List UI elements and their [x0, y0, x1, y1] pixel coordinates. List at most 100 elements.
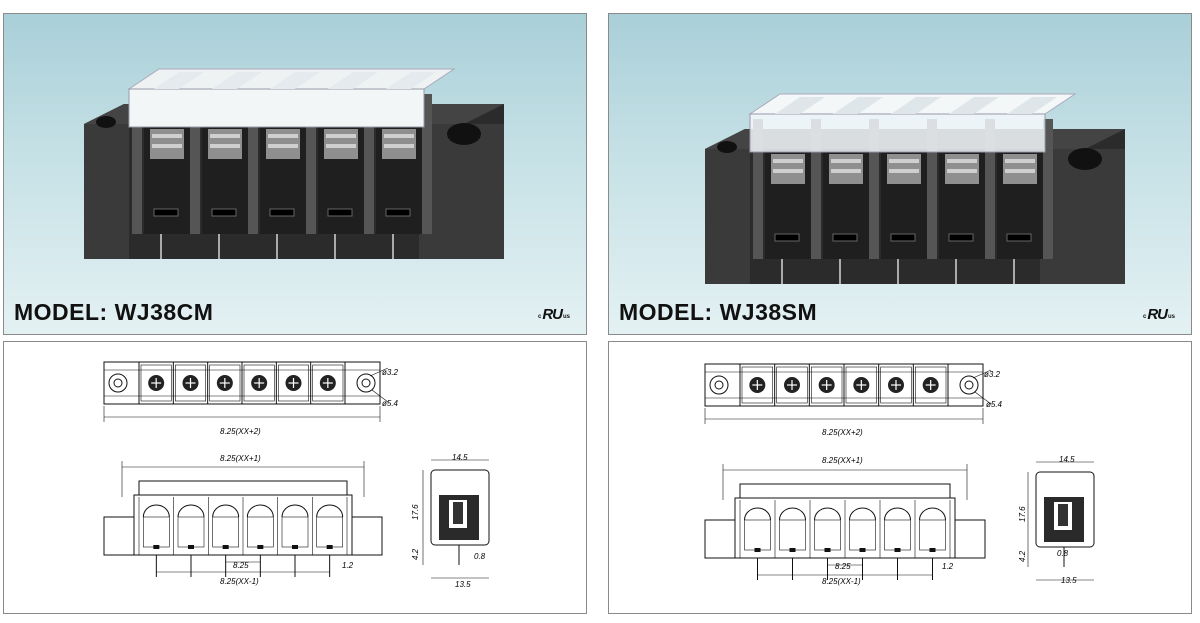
- solder-pin: [392, 234, 394, 259]
- dim-pins: 8.25(XX-1): [822, 577, 861, 586]
- mount-hole-right-inner: [964, 380, 974, 390]
- terminal-cell: [175, 364, 206, 402]
- cover-outline: [739, 483, 951, 499]
- cover-ridge: [775, 97, 825, 114]
- screw-thread: [831, 169, 861, 173]
- pin-slot: [222, 545, 229, 549]
- cover-ridge: [154, 72, 204, 89]
- leader-line: [974, 391, 992, 405]
- dim-front-cover: 8.25(XX+1): [822, 456, 863, 465]
- cover-ridge: [949, 97, 999, 114]
- screw-thread: [268, 144, 298, 148]
- mount-hole-right-inner: [361, 378, 371, 388]
- barrier-wall: [927, 119, 937, 259]
- pin-slot: [789, 548, 796, 552]
- side-screw: [1058, 504, 1068, 526]
- side-width-label: 14.5: [452, 453, 468, 462]
- pin-slot: [326, 545, 333, 549]
- solder-pin: [276, 234, 278, 259]
- terminal-arc: [919, 507, 946, 521]
- screw-thread: [947, 159, 977, 163]
- wire-slot: [269, 208, 295, 217]
- terminal-window: [177, 516, 205, 548]
- cover-ridge: [270, 72, 320, 89]
- barrier-wall: [306, 94, 316, 234]
- pin-slot: [894, 548, 901, 552]
- dimension-drawing: 8.25(XX+2) 8.25(XX+1) 8.25 8.25(XX-1) 1.…: [103, 361, 490, 589]
- screw-thread: [773, 169, 803, 173]
- technical-drawing-panel-wj38cm: 8.25(XX+2) 8.25(XX+1) 8.25 8.25(XX-1) 1.…: [3, 341, 587, 614]
- wire-slot: [385, 208, 411, 217]
- mount-hole-left: [108, 373, 128, 393]
- dim-front-cover: 8.25(XX+1): [220, 454, 261, 463]
- screw-thread: [384, 144, 414, 148]
- wire-slot: [948, 233, 974, 242]
- leader-line: [371, 389, 389, 403]
- technical-drawing-panel-wj38sm: 8.25(XX+2) 8.25(XX+1) 8.25 8.25(XX-1) 1.…: [608, 341, 1192, 614]
- model-label: MODEL: WJ38SM: [619, 299, 818, 325]
- pin-slot: [257, 545, 264, 549]
- barrier-wall: [753, 119, 763, 259]
- barrier-wall: [985, 119, 995, 259]
- terminal-cell: [845, 366, 877, 404]
- terminal-window: [849, 519, 876, 551]
- terminal-window: [247, 516, 274, 548]
- terminal-cell: [209, 364, 241, 402]
- wire-slot: [153, 208, 179, 217]
- screw-thread: [889, 159, 919, 163]
- front-right-lug: [954, 519, 986, 559]
- terminal-cell: [140, 364, 172, 402]
- barrier-wall: [1043, 119, 1053, 259]
- front-left-lug: [704, 519, 736, 559]
- barrier-wall: [248, 94, 258, 234]
- side-bottom-label: 13.5: [455, 580, 471, 589]
- terminal-block-photo: [705, 93, 1125, 284]
- terminal-cell: [811, 366, 843, 404]
- screw-thread: [210, 144, 240, 148]
- side-height-label: 17.6: [1018, 506, 1027, 522]
- screw-thread: [210, 134, 240, 138]
- terminal-arc: [884, 507, 911, 521]
- solder-pin: [781, 259, 783, 284]
- left-mount-lug: [84, 124, 129, 259]
- wire-slot: [890, 233, 916, 242]
- screw-thread: [326, 144, 356, 148]
- terminal-arc: [281, 504, 309, 518]
- wire-slot: [774, 233, 800, 242]
- side-tab-label: 0.8: [474, 552, 486, 561]
- solder-pin: [955, 259, 957, 284]
- screw-thread: [152, 134, 182, 138]
- terminal-arc: [849, 507, 876, 521]
- side-screw: [453, 502, 463, 524]
- pin-slot: [754, 548, 761, 552]
- leader-line: [369, 367, 389, 377]
- dim-pin: 1.2: [942, 562, 954, 571]
- screw-thread: [326, 134, 356, 138]
- pin-slot: [929, 548, 936, 552]
- terminal-arc: [246, 504, 274, 518]
- barrier-wall: [811, 119, 821, 259]
- pin-slot: [824, 548, 831, 552]
- right-mount-hole: [1068, 148, 1102, 170]
- front-left-lug: [103, 516, 135, 556]
- pin-slot: [859, 548, 866, 552]
- right-mount-lug: [419, 124, 504, 259]
- barrier-wall: [869, 119, 879, 259]
- mount-hole-left-inner: [714, 380, 724, 390]
- side-bottom-label: 13.5: [1061, 576, 1077, 585]
- screw-thread: [831, 159, 861, 163]
- terminal-window: [779, 519, 806, 551]
- screw-thread: [1005, 169, 1035, 173]
- cover-ridge: [891, 97, 941, 114]
- pin-slot: [292, 545, 298, 549]
- transparent-cover-front: [128, 88, 425, 128]
- mount-hole-right: [356, 373, 376, 393]
- cover-ridge: [833, 97, 883, 114]
- screw-thread: [152, 144, 182, 148]
- terminal-window: [212, 516, 239, 548]
- screw-thread: [268, 134, 298, 138]
- cover-ridge: [386, 72, 436, 89]
